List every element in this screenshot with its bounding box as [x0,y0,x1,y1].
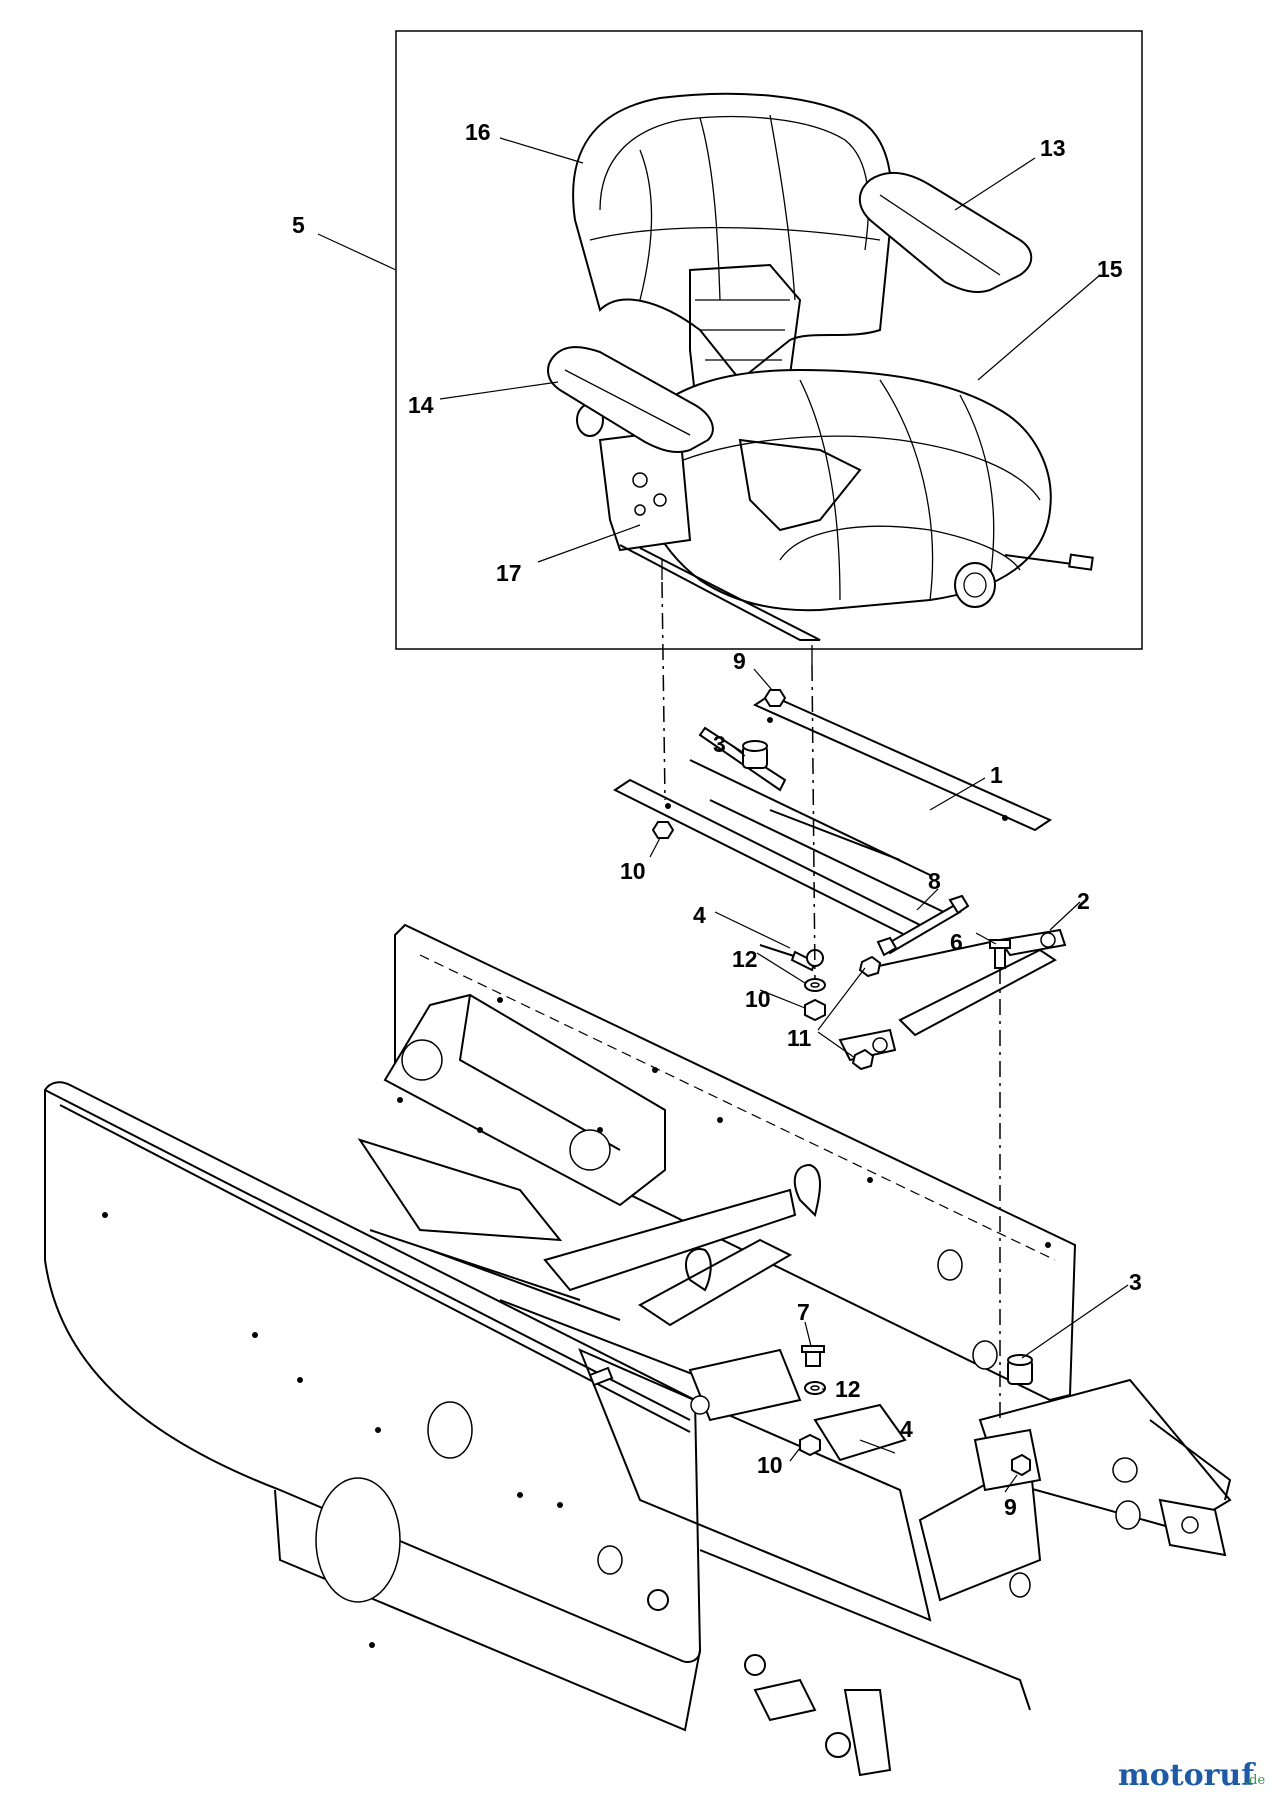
callout-4-lower: 4 [900,1416,913,1442]
callout-9-upper: 9 [733,648,746,674]
mower-frame-chassis [44,923,1232,1777]
callout-10-middle: 10 [745,986,771,1012]
callout-16: 16 [465,119,491,145]
callout-10-upper: 10 [620,858,646,884]
callout-2: 2 [1077,888,1090,914]
callout-5: 5 [292,212,305,238]
callout-9-lower: 9 [1004,1494,1017,1520]
callout-14: 14 [408,392,434,418]
callout-12-lower: 12 [835,1376,861,1402]
callout-8: 8 [928,868,941,894]
callout-17: 17 [496,560,522,586]
callout-11: 11 [787,1025,812,1051]
callout-13: 13 [1040,135,1066,161]
callout-4-upper: 4 [693,902,706,928]
nut-upper [651,689,787,839]
motoruf-watermark-logo: motoruf .de [1118,1758,1265,1793]
leader-lines [317,137,1129,1493]
callout-1: 1 [990,762,1003,788]
callout-3-upper: 3 [713,731,726,757]
watermark-text: motoruf [1118,1758,1256,1793]
seat-mount-bracket [613,693,1053,937]
washer-and-nuts-upper [804,939,1011,1071]
rubber-bumper-upper [742,740,768,769]
callout-10-lower: 10 [757,1452,783,1478]
watermark-tld: .de [1245,1773,1265,1788]
callout-labels: 5 16 13 15 14 17 9 3 1 10 8 2 4 6 12 10 … [292,119,1142,1520]
pivot-bracket [838,928,1067,1062]
callout-3-lower: 3 [1129,1269,1142,1295]
lower-fasteners [799,1345,1042,1492]
seat-inset-box [395,30,1143,650]
callout-6: 6 [950,929,963,955]
seat-illustration [547,92,1094,665]
alignment-lines [661,581,1001,1420]
callout-7: 7 [797,1299,810,1325]
cable-upper [759,944,824,972]
callout-15: 15 [1097,256,1123,282]
pivot-bolt [876,894,970,957]
callout-12-upper: 12 [732,946,758,972]
